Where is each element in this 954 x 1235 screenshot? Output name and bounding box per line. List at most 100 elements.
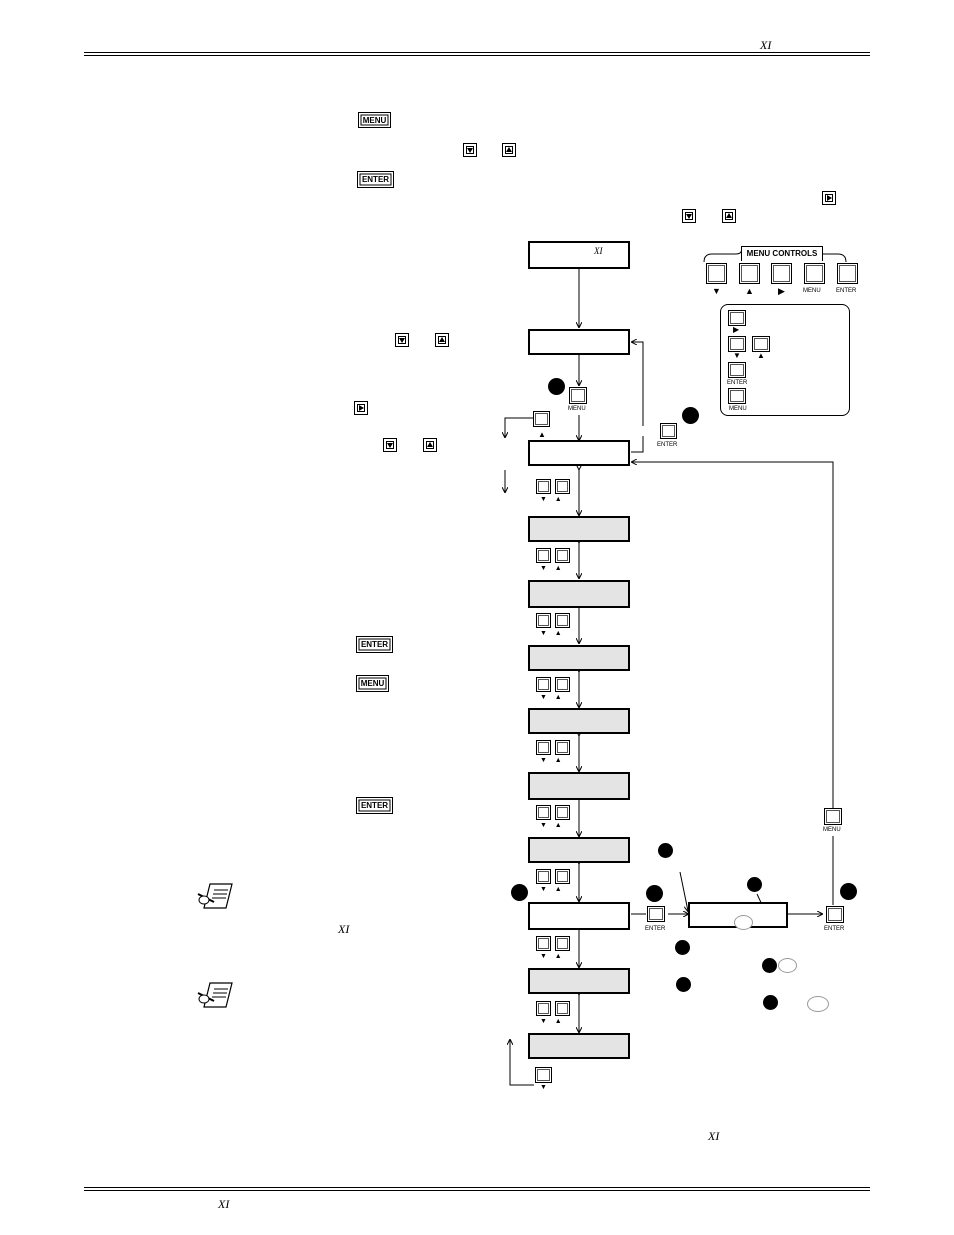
menu-controls-title: MENU CONTROLS <box>741 246 823 261</box>
down-up-arrows-icon: ▼ ▲ <box>540 886 562 893</box>
startup-display-box <box>528 241 630 269</box>
down-button[interactable] <box>535 1067 552 1083</box>
down-button[interactable] <box>536 805 551 820</box>
right-control-label: ▶ <box>778 286 785 296</box>
down-button[interactable] <box>536 548 551 563</box>
footer-rule-top <box>84 1187 870 1188</box>
down-up-arrows-icon: ▼ ▲ <box>540 822 562 829</box>
cursor-marker <box>778 958 797 973</box>
enter-button-label: ENTER <box>824 926 845 932</box>
enter-button[interactable] <box>660 423 677 439</box>
submenu-box-7 <box>528 902 630 930</box>
down-up-arrows-icon: ▼ ▲ <box>540 565 562 572</box>
enter-control-label: ENTER <box>836 288 857 294</box>
down-up-arrows-icon: ▼ ▲ <box>540 496 562 503</box>
down-button[interactable] <box>536 740 551 755</box>
step-marker-dot <box>511 884 528 901</box>
enter-key-icon: ENTER <box>356 797 393 814</box>
footer-logo: XI <box>218 1197 230 1211</box>
body-logo: XI <box>338 922 350 936</box>
right-control-button[interactable] <box>771 263 792 284</box>
down-button[interactable] <box>536 479 551 494</box>
enter-button[interactable] <box>826 906 844 923</box>
menu-button[interactable] <box>569 387 587 404</box>
enter-control-button[interactable] <box>837 263 858 284</box>
up-button[interactable] <box>555 613 570 628</box>
step-marker-dot <box>675 940 690 955</box>
up-button[interactable] <box>555 479 570 494</box>
enter-button-label: ENTER <box>645 926 666 932</box>
enter-key-icon: ENTER <box>357 171 394 188</box>
up-button[interactable] <box>555 740 570 755</box>
note-pencil-icon <box>197 982 233 1008</box>
right-arrow-key-icon <box>354 401 368 415</box>
down-button[interactable] <box>536 613 551 628</box>
edit-cursor-marker <box>734 915 753 930</box>
legend-down-button <box>728 336 746 352</box>
down-up-arrows-icon: ▼ ▲ <box>540 630 562 637</box>
down-button[interactable] <box>536 1001 551 1016</box>
step-marker-dot <box>747 877 762 892</box>
menu-key-icon: MENU <box>358 112 391 128</box>
bottom-logo: XI <box>708 1129 720 1143</box>
submenu-box-1 <box>528 516 630 542</box>
down-button[interactable] <box>536 677 551 692</box>
submenu-box-6 <box>528 837 630 863</box>
up-control-button[interactable] <box>739 263 760 284</box>
up-button[interactable] <box>555 677 570 692</box>
controls-legend <box>720 304 850 416</box>
up-button[interactable] <box>533 411 550 427</box>
up-arrow-key-icon <box>423 438 437 452</box>
right-arrow-key-icon <box>822 191 836 205</box>
cursor-marker <box>807 996 829 1012</box>
enter-button[interactable] <box>647 906 665 922</box>
submenu-box-8 <box>528 968 630 994</box>
down-arrow-key-icon <box>383 438 397 452</box>
step-marker-dot <box>658 843 673 858</box>
step-marker-dot <box>840 883 857 900</box>
menu-button-label: MENU <box>568 406 586 412</box>
up-arrow-key-icon <box>435 333 449 347</box>
menu-button[interactable] <box>824 808 842 825</box>
down-arrow-key-icon <box>682 209 696 223</box>
menu-key-icon: MENU <box>356 675 389 692</box>
enter-button-label: ENTER <box>657 442 678 448</box>
legend-up-arrow-icon: ▲ <box>757 351 765 360</box>
submenu-box-2 <box>528 580 630 608</box>
down-control-button[interactable] <box>706 263 727 284</box>
submenu-box-9 <box>528 1033 630 1059</box>
up-arrow-icon: ▲ <box>538 430 546 439</box>
up-button[interactable] <box>555 936 570 951</box>
header-logo: XI <box>760 38 772 52</box>
menu-control-button[interactable] <box>804 263 825 284</box>
startup-logo: XI <box>594 246 603 256</box>
up-button[interactable] <box>555 1001 570 1016</box>
step-marker-dot <box>682 407 699 424</box>
menu-button-label: MENU <box>823 827 841 833</box>
down-up-arrows-icon: ▼ ▲ <box>540 953 562 960</box>
step-marker-dot <box>763 995 778 1010</box>
header-rule-bottom <box>84 55 870 56</box>
legend-up-button <box>752 336 770 352</box>
up-button[interactable] <box>555 805 570 820</box>
note-pencil-icon <box>197 883 233 909</box>
down-button[interactable] <box>536 869 551 884</box>
submenu-box-5 <box>528 772 630 800</box>
default-display-box <box>528 329 630 355</box>
legend-right-button <box>728 310 746 326</box>
header-rule-top <box>84 52 870 53</box>
legend-down-arrow-icon: ▼ <box>733 351 741 360</box>
step-marker-dot <box>762 958 777 973</box>
down-button[interactable] <box>536 936 551 951</box>
menu-control-label: MENU <box>803 288 821 294</box>
down-up-arrows-icon: ▼ ▲ <box>540 1018 562 1025</box>
step-marker-dot <box>676 977 691 992</box>
down-up-arrows-icon: ▼ ▲ <box>540 694 562 701</box>
down-arrow-key-icon <box>463 143 477 157</box>
up-button[interactable] <box>555 869 570 884</box>
legend-menu-button <box>728 388 746 404</box>
up-button[interactable] <box>555 548 570 563</box>
legend-right-arrow-icon: ▶ <box>733 325 740 334</box>
up-arrow-key-icon <box>722 209 736 223</box>
